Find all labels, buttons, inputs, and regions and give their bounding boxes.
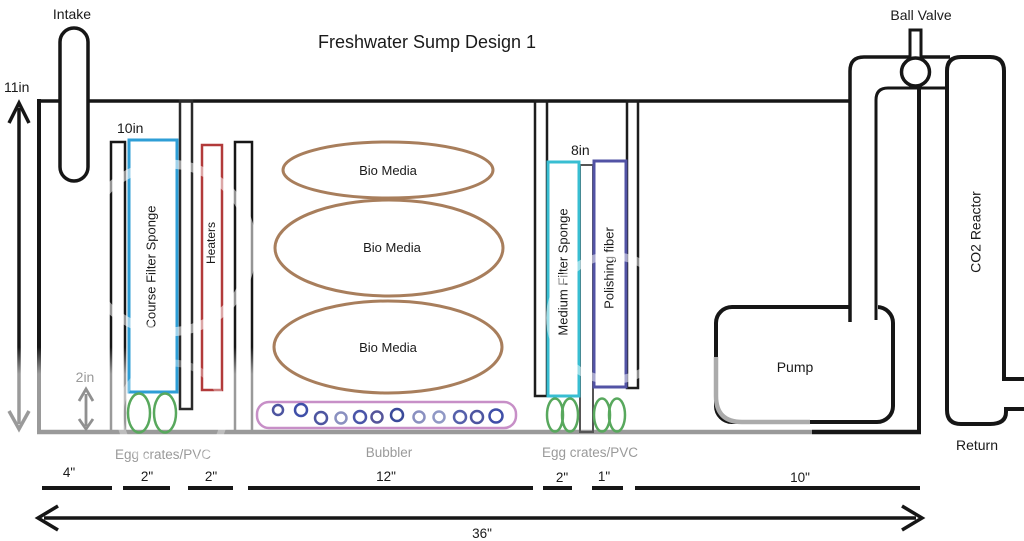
dimension-row: 4" 2" 2" 12" 2" 1" 10" 36" <box>34 465 926 541</box>
co2-reactor-body <box>945 55 1024 426</box>
height-annotations: 11in 10in 8in 2in <box>4 79 590 433</box>
watermark-overlay <box>79 159 678 471</box>
intake-pipe <box>58 26 90 183</box>
egg-crate-ellipse <box>152 392 178 434</box>
baffle-1 <box>109 140 127 434</box>
baffle-5-divider <box>579 164 594 433</box>
gap-2in-label: 2in <box>76 369 95 385</box>
egg-crate-ellipse <box>560 397 580 433</box>
ball-valve-label: Ball Valve <box>890 7 951 23</box>
polishing-fiber-label: Polishing fiber <box>601 227 616 309</box>
co2-reactor-label: CO2 Reactor <box>968 191 984 273</box>
intake-label: Intake <box>53 6 91 22</box>
height-10in-label: 10in <box>117 120 143 136</box>
bubbler-label: Bubbler <box>366 445 413 460</box>
watermark-ring <box>116 359 228 471</box>
egg-crate-ellipse <box>607 397 627 433</box>
bubbler-hole <box>293 402 309 418</box>
ball-valve-body <box>899 56 932 88</box>
bio-media-ellipse-1 <box>281 140 495 200</box>
pump-pipe-notch <box>849 294 878 322</box>
height-11in-arrowhead-down <box>7 410 31 433</box>
watermark-ring <box>546 252 678 384</box>
dim-label-2in-c: 2" <box>556 470 569 485</box>
bubbler-hole <box>334 411 348 425</box>
bubbler-hole <box>370 410 384 424</box>
bubbler-holes <box>271 402 504 426</box>
bubbler-hole <box>313 410 329 426</box>
pump-outlet-pipe-outer <box>848 55 950 322</box>
filter-media: Course Filter Sponge Heaters Medium Filt… <box>127 138 628 398</box>
baffles <box>109 99 640 434</box>
dim-label-12in: 12" <box>376 469 396 484</box>
watermark-ring <box>79 159 257 337</box>
page-title: Freshwater Sump Design 1 <box>318 32 536 52</box>
bio-media-ellipse-2 <box>273 198 505 298</box>
bubbler <box>255 400 518 430</box>
pump-and-plumbing: Pump CO2 Reactor Return Ball Valve <box>713 7 1024 453</box>
dim-label-2in-a: 2" <box>141 469 154 484</box>
height-8in-label: 8in <box>571 142 590 158</box>
pump-label: Pump <box>777 359 814 375</box>
bio-media-label-2: Bio Media <box>363 240 422 255</box>
gap-2in-arrowhead-up <box>77 386 95 402</box>
overall-dim-label: 36" <box>472 526 492 541</box>
dim-label-2in-b: 2" <box>205 469 218 484</box>
medium-filter-sponge-label: Medium Filter Sponge <box>555 208 570 335</box>
bubbler-hole <box>271 403 285 417</box>
bio-media-stack: Bio Media Bio Media Bio Media <box>272 140 505 395</box>
egg-crate-ellipse <box>126 392 152 434</box>
course-filter-sponge-box <box>127 138 179 394</box>
height-11in-label: 11in <box>4 79 29 95</box>
heaters-box <box>200 143 224 392</box>
egg-crates <box>126 392 627 434</box>
overall-dim-arrowhead-left <box>34 504 59 532</box>
baffle-6-hanging <box>625 99 640 390</box>
gray-callouts: Egg crates/PVC Bubbler Egg crates/PVC <box>115 445 638 462</box>
bio-media-ellipse-3 <box>272 299 504 395</box>
pump-outlet-pipe-inner <box>874 86 945 320</box>
bubbler-hole <box>452 409 468 425</box>
dim-label-10in: 10" <box>790 470 810 485</box>
bubbler-hole <box>432 410 446 424</box>
egg-crate-ellipse <box>545 397 565 433</box>
bubbler-hole <box>469 409 485 425</box>
baffle-2-hanging <box>178 99 194 411</box>
baffle-4-hanging <box>533 99 549 398</box>
overall-dim-arrowhead-right <box>901 504 926 532</box>
egg-crates-label-right: Egg crates/PVC <box>542 445 638 460</box>
egg-crate-ellipse <box>592 397 612 433</box>
polishing-fiber-box <box>592 159 628 389</box>
bubbler-hole <box>352 409 368 425</box>
bubbler-hole <box>412 410 426 424</box>
dim-label-4in: 4" <box>63 465 76 480</box>
height-11in-arrowhead-up <box>7 99 31 124</box>
dim-label-1in: 1" <box>598 469 611 484</box>
egg-crates-label-left: Egg crates/PVC <box>115 447 211 462</box>
course-filter-sponge-label: Course Filter Sponge <box>143 206 158 329</box>
bio-media-label-1: Bio Media <box>359 163 418 178</box>
return-label: Return <box>956 437 998 453</box>
pump-box-faded-corner <box>713 357 810 425</box>
bubbler-hole <box>389 407 405 423</box>
bio-media-label-3: Bio Media <box>359 340 418 355</box>
baffle-3 <box>233 140 254 434</box>
gap-2in-arrowhead-down <box>77 418 95 432</box>
heaters-label: Heaters <box>204 222 218 264</box>
bubbler-hole <box>488 408 504 424</box>
intake: Intake <box>53 6 91 183</box>
